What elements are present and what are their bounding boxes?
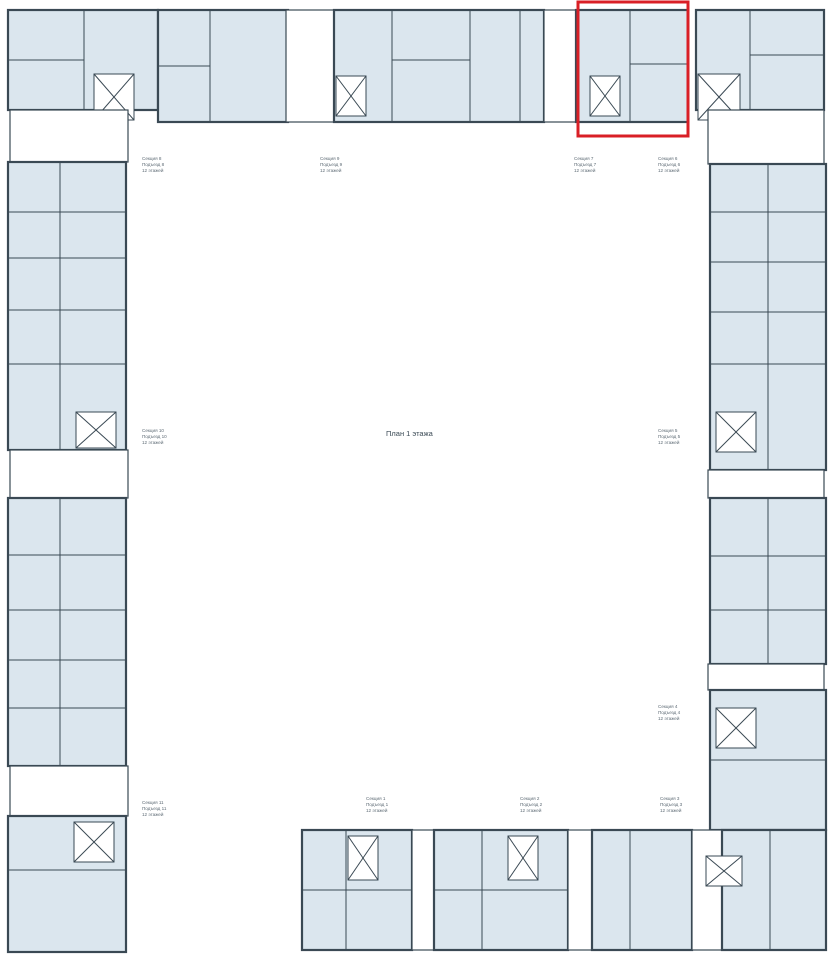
section-floors: 12 этажей — [658, 167, 680, 173]
bottom-wing — [300, 828, 828, 952]
section-floors: 12 этажей — [142, 167, 164, 173]
section-label-s5: Секция 5 Подъезд 5 12 этажей — [658, 428, 681, 445]
entrance-corridor — [9, 765, 129, 817]
unit-block — [720, 828, 828, 952]
left-wing — [6, 109, 129, 954]
top-wing — [6, 8, 826, 124]
section-floors: 12 этажей — [366, 807, 388, 813]
unit-block — [6, 160, 128, 452]
entrance-corridor — [9, 109, 129, 163]
section-floors: 12 этажей — [142, 811, 164, 817]
stair-corridor — [567, 829, 593, 951]
section-label-s1: Секция 1 Подъезд 1 12 этажей — [366, 796, 389, 813]
section-floors: 12 этажей — [658, 439, 680, 445]
section-label-s8: Секция 8 Подъезд 8 12 этажей — [142, 156, 165, 173]
section-name: Секция 5 — [658, 428, 678, 433]
section-name: Секция 9 — [320, 156, 340, 161]
unit-block — [590, 828, 694, 952]
stair-corridor — [285, 9, 335, 123]
section-label-s4: Секция 4 Подъезд 4 12 этажей — [658, 704, 681, 721]
section-floors: 12 этажей — [520, 807, 542, 813]
entrance-corridor — [9, 449, 129, 499]
section-floors: 12 этажей — [320, 167, 342, 173]
unit-block — [6, 496, 128, 768]
section-entrance: Подъезд 1 — [366, 802, 389, 807]
section-entrance: Подъезд 10 — [142, 434, 167, 439]
stair-corridor — [543, 9, 577, 123]
section-floors: 12 этажей — [658, 715, 680, 721]
section-entrance: Подъезд 5 — [658, 434, 681, 439]
section-entrance: Подъезд 6 — [658, 162, 681, 167]
stair-corridor — [411, 829, 435, 951]
section-name: Секция 8 — [142, 156, 162, 161]
section-entrance: Подъезд 11 — [142, 806, 167, 811]
section-name: Секция 11 — [142, 800, 164, 805]
section-label-s10: Секция 10 Подъезд 10 12 этажей — [142, 428, 167, 445]
section-entrance: Подъезд 3 — [660, 802, 683, 807]
stair-corridor — [691, 829, 723, 951]
section-name: Секция 2 — [520, 796, 540, 801]
section-name: Секция 4 — [658, 704, 678, 709]
entrance-corridor — [707, 663, 825, 691]
section-floors: 12 этажей — [574, 167, 596, 173]
section-name: Секция 1 — [366, 796, 386, 801]
section-label-s2: Секция 2 Подъезд 2 12 этажей — [520, 796, 543, 813]
right-wing — [707, 109, 828, 832]
section-entrance: Подъезд 7 — [574, 162, 597, 167]
section-entrance: Подъезд 4 — [658, 710, 681, 715]
section-entrance: Подъезд 8 — [142, 162, 165, 167]
highlighted-unit[interactable] — [576, 0, 690, 138]
section-label-s9: Секция 9 Подъезд 9 12 этажей — [320, 156, 343, 173]
section-entrance: Подъезд 9 — [320, 162, 343, 167]
section-name: Секция 6 — [658, 156, 678, 161]
section-label-s7: Секция 7 Подъезд 7 12 этажей — [574, 156, 597, 173]
section-name: Секция 3 — [660, 796, 680, 801]
unit-block — [332, 8, 546, 124]
section-name: Секция 7 — [574, 156, 594, 161]
plan-title: План 1 этажа — [386, 429, 434, 438]
section-entrance: Подъезд 2 — [520, 802, 543, 807]
section-label-s3: Секция 3 Подъезд 3 12 этажей — [660, 796, 683, 813]
section-label-s6: Секция 6 Подъезд 6 12 этажей — [658, 156, 681, 173]
section-floors: 12 этажей — [142, 439, 164, 445]
section-name: Секция 10 — [142, 428, 164, 433]
entrance-corridor — [707, 469, 825, 499]
entrance-corridor — [707, 109, 825, 165]
section-floors: 12 этажей — [660, 807, 682, 813]
section-label-s11: Секция 11 Подъезд 11 12 этажей — [142, 800, 167, 817]
